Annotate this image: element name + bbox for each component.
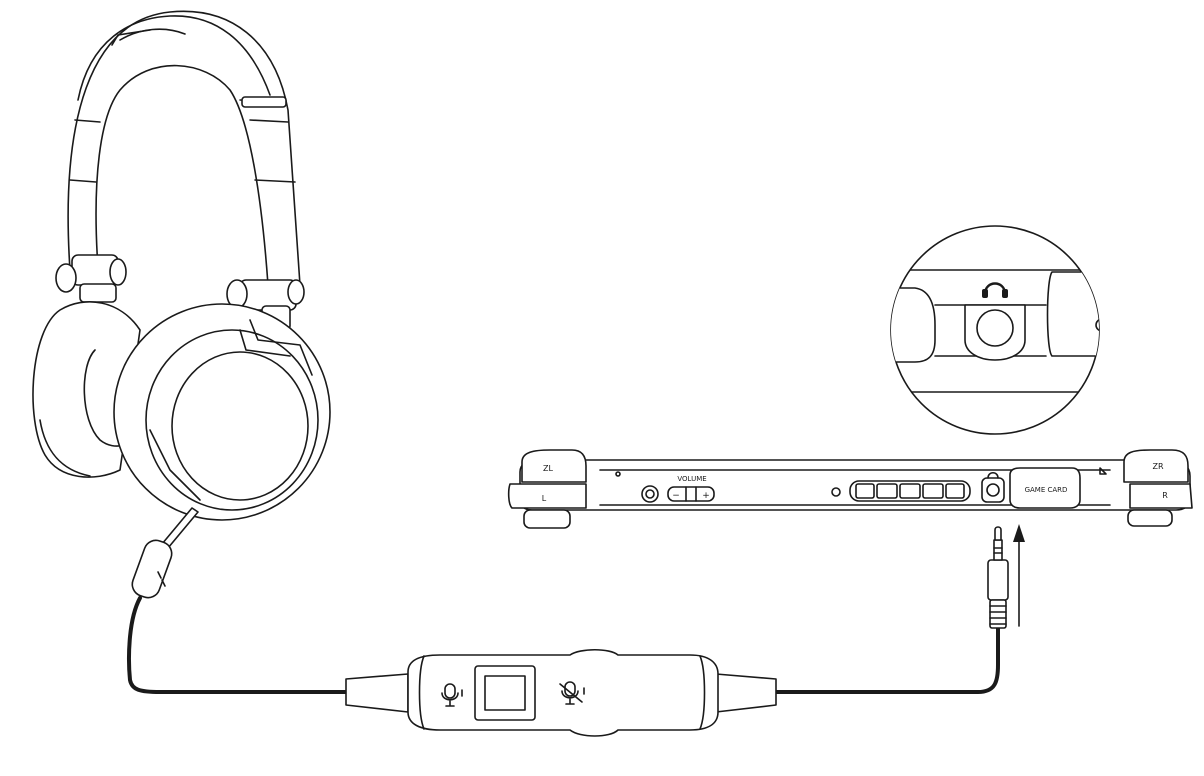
power-button: [641, 485, 659, 503]
game-card-label: GAME CARD: [1025, 486, 1068, 494]
volume-plus: +: [702, 491, 710, 501]
cable-right: [773, 626, 1000, 694]
volume-label: VOLUME: [677, 475, 706, 483]
headband-slider: [241, 96, 287, 108]
insert-arrow: [1013, 524, 1025, 627]
boom-mic: [161, 507, 199, 549]
controller-display: [474, 665, 536, 721]
audio-plug: [987, 526, 1009, 629]
game-card-slot: GAME CARD: [1009, 467, 1081, 509]
microphone-icon: [441, 683, 463, 707]
inline-controller: [345, 648, 777, 737]
zl-label: ZL: [543, 464, 553, 473]
game-console-top-edge: ZL L ZR R VOLUME − +: [507, 449, 1193, 529]
left-shoulder-buttons: ZL L: [507, 449, 587, 529]
left-earcup: [32, 301, 141, 478]
magnified-jack-port: [964, 304, 1026, 361]
cable-left: [127, 596, 350, 694]
microphone-mute-icon: [559, 681, 585, 705]
zr-label: ZR: [1152, 462, 1163, 471]
mic-housing: [131, 539, 173, 599]
right-shoulder-buttons: ZR R: [1123, 449, 1193, 527]
jack-magnified-callout: [890, 225, 1100, 435]
headset: [32, 10, 331, 599]
volume-rocker: [667, 486, 715, 502]
right-earcup: [113, 303, 331, 521]
headphone-icon: [982, 282, 1008, 298]
r-label: R: [1162, 491, 1168, 500]
console-headphone-jack: [981, 471, 1005, 503]
l-label: L: [542, 494, 547, 503]
vent-slots: [849, 480, 971, 502]
headband: [67, 10, 301, 286]
left-hinge: [55, 254, 127, 303]
volume-minus: −: [672, 491, 680, 501]
